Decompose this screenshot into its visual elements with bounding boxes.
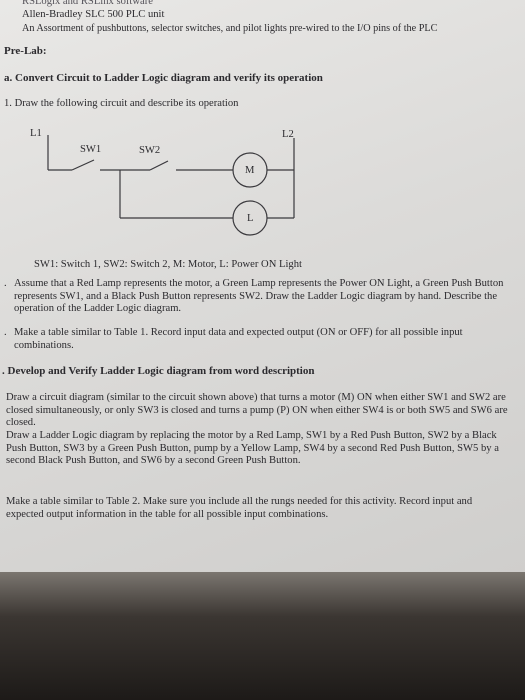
section-a-heading: a. Convert Circuit to Ladder Logic diagr… [4, 72, 323, 84]
header-pushbuttons-line: An Assortment of pushbuttons, selector s… [22, 23, 438, 34]
sw1-label: SW1 [80, 144, 102, 155]
circuit-diagram [47, 135, 295, 236]
section-b-heading: . Develop and Verify Ladder Logic diagra… [2, 365, 315, 377]
step-1-instruction: 1. Draw the following circuit and descri… [4, 98, 239, 109]
sw2-contact [149, 160, 169, 171]
part-b-item-1: Draw a circuit diagram (similar to the c… [6, 392, 508, 429]
header-plc-unit-line: Allen-Bradley SLC 500 PLC unit [22, 9, 165, 20]
lamp-label: L [247, 213, 254, 224]
diagram-caption: SW1: Switch 1, SW2: Switch 2, M: Motor, … [34, 259, 302, 270]
prelab-title: Pre-Lab: [4, 45, 47, 57]
background-shadow [0, 572, 525, 700]
document-page: RSLogix and RSLinx software Allen-Bradle… [0, 0, 525, 582]
l2-label: L2 [282, 129, 294, 140]
part-b-item-2: Draw a Ladder Logic diagram by replacing… [6, 430, 499, 467]
sw1-contact [71, 159, 95, 171]
motor-label: M [245, 165, 255, 176]
sw2-label: SW2 [139, 145, 161, 156]
part-a-item-3: . Make a table similar to Table 1. Recor… [4, 327, 504, 352]
part-a-item-3-text: Make a table similar to Table 1. Record … [14, 327, 463, 351]
part-b-item-3: Make a table similar to Table 2. Make su… [6, 496, 473, 520]
section-b-heading-text: Develop and Verify Ladder Logic diagram … [7, 365, 315, 377]
l1-label: L1 [30, 128, 42, 139]
part-a-item-2-text: Assume that a Red Lamp represents the mo… [14, 278, 504, 315]
header-software-line: RSLogix and RSLinx software [22, 0, 153, 7]
part-a-item-2: . Assume that a Red Lamp represents the … [4, 278, 504, 315]
